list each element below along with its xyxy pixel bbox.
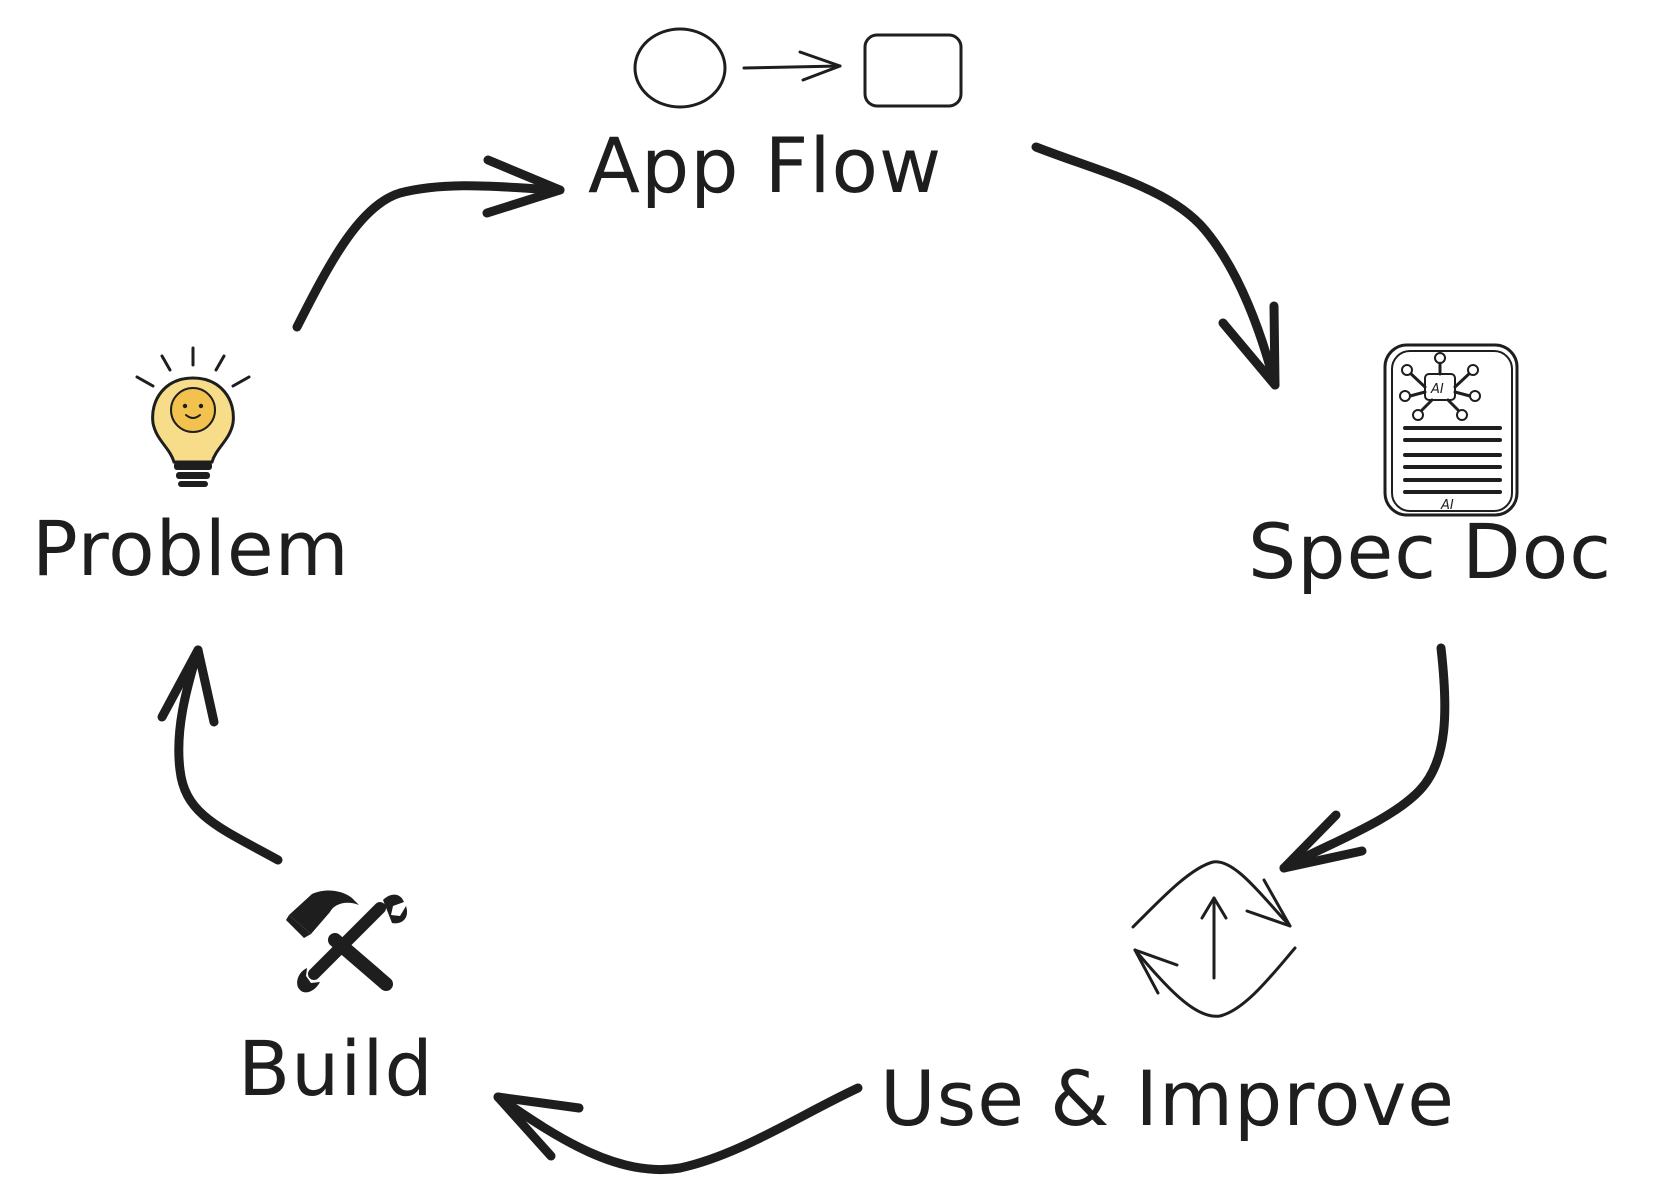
doc-badge-bottom: AI — [1440, 498, 1454, 513]
edge-spec-doc-to-use-improve — [1279, 643, 1450, 873]
node-label-build: Build — [238, 1024, 434, 1113]
hammer-wrench-icon — [286, 890, 408, 993]
edge-build-to-problem — [157, 645, 283, 865]
lightbulb-icon — [135, 346, 251, 487]
edge-app-flow-to-spec-doc — [1031, 142, 1280, 390]
iterate-cycle-icon — [1131, 860, 1297, 1018]
edge-use-improve-to-build — [493, 1083, 863, 1175]
node-label-use-improve: Use & Improve — [880, 1054, 1455, 1143]
node-label-problem: Problem — [32, 504, 350, 593]
edge-problem-to-app-flow — [292, 155, 565, 332]
node-label-spec-doc: Spec Doc — [1248, 507, 1612, 596]
flow-sketch-icon — [633, 27, 963, 109]
ai-document-icon: AI AI — [1383, 343, 1519, 517]
node-label-app-flow: App Flow — [588, 121, 942, 210]
doc-badge-top: AI — [1430, 382, 1444, 397]
